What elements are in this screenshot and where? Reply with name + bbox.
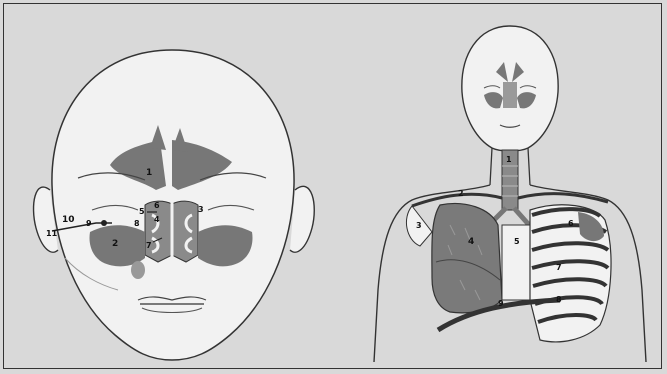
head-label-10: 10 (62, 215, 75, 225)
torso-label-6: 6 (568, 219, 574, 228)
head-label-2: 2 (112, 239, 118, 249)
torso-label-1: 1 (506, 155, 512, 164)
torso-label-4: 4 (468, 237, 474, 247)
head-label-1: 1 (146, 168, 152, 178)
torso-label-3: 3 (416, 221, 422, 230)
head-label-8: 8 (134, 219, 140, 228)
head-label-7: 7 (146, 241, 152, 250)
head-diagram: 1 2 3 4 5 6 7 8 9 10 11 (34, 50, 315, 360)
head-label-9: 9 (86, 219, 92, 228)
torso-label-8: 8 (556, 295, 562, 304)
nose-tip (131, 261, 145, 279)
head-label-4: 4 (154, 215, 160, 224)
head-label-11: 11 (46, 229, 58, 238)
torso-label-2: 2 (458, 189, 464, 198)
torso-label-5: 5 (514, 237, 520, 246)
torso-label-7: 7 (556, 263, 562, 272)
head-label-5: 5 (139, 207, 145, 216)
head-label-3: 3 (198, 205, 204, 214)
head-label-6: 6 (154, 201, 160, 210)
torso-diagram: 1 2 3 4 5 6 7 8 9 (374, 26, 646, 362)
torso-label-9: 9 (498, 299, 504, 308)
torso-nasal-cavity (503, 82, 517, 108)
label-9-dot (101, 220, 107, 226)
left-lung (432, 204, 502, 313)
